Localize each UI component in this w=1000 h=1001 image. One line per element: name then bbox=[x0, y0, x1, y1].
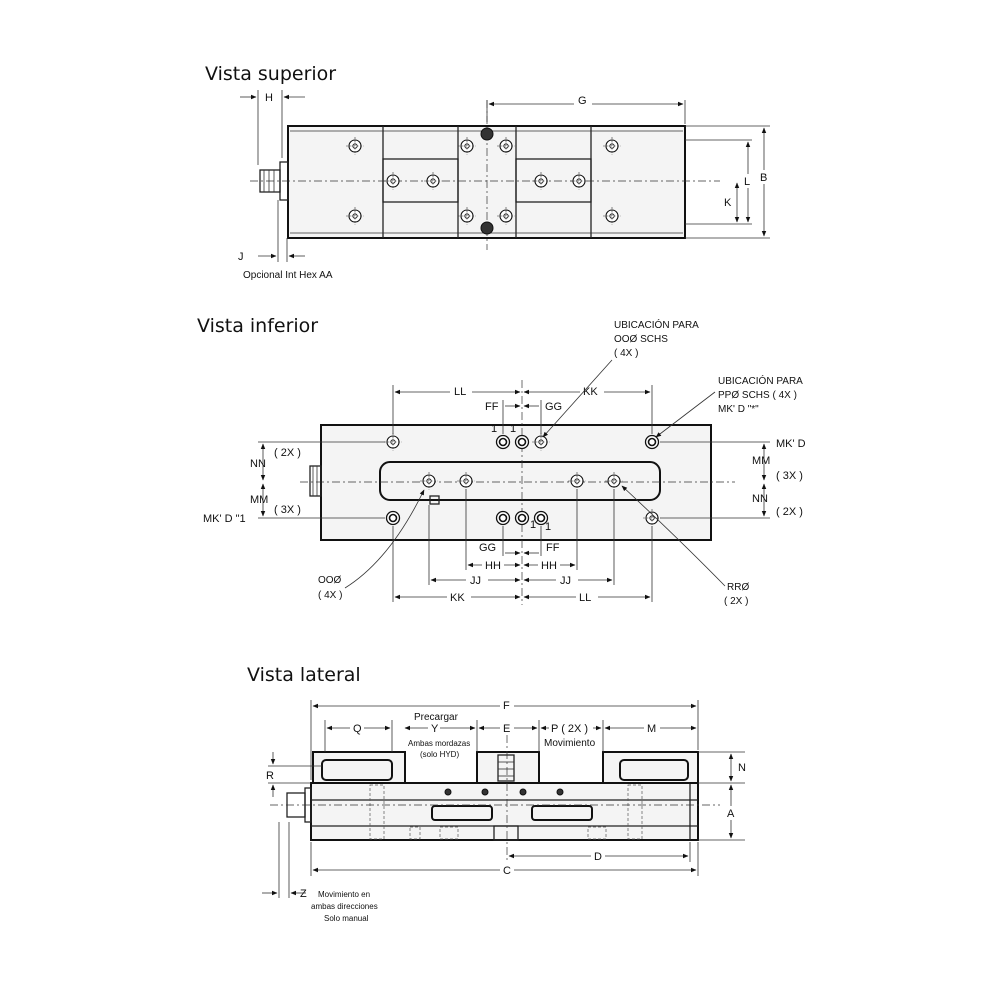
dim-N: N bbox=[738, 762, 746, 774]
top-view-title: Vista superior bbox=[205, 63, 336, 85]
preload-line1: Precargar bbox=[414, 712, 459, 723]
label-1: 1 bbox=[545, 521, 551, 533]
label-1: 1 bbox=[510, 423, 516, 435]
dim-A: A bbox=[727, 808, 735, 820]
dim-GG-bottom: GG bbox=[479, 542, 496, 554]
callout-ooo-top-line2: OOØ SCHS bbox=[614, 334, 668, 345]
side-view-title: Vista lateral bbox=[247, 664, 361, 686]
dim-F: F bbox=[503, 700, 510, 712]
side-view: Vista lateral bbox=[247, 664, 746, 923]
dim-MM-left: MM bbox=[250, 494, 268, 506]
dim-B: B bbox=[760, 172, 767, 184]
dim-3x-right: ( 3X ) bbox=[776, 470, 803, 482]
manual-note-line1: Movimiento en bbox=[318, 890, 370, 899]
side-center-block bbox=[476, 751, 540, 784]
dim-K: K bbox=[724, 197, 732, 209]
dim-NN-right: NN bbox=[752, 493, 768, 505]
callout-ooo-bottom-line2: ( 4X ) bbox=[318, 590, 342, 601]
callout-ooo-top-line3: ( 4X ) bbox=[614, 348, 638, 359]
top-note: Opcional Int Hex AA bbox=[243, 270, 333, 281]
callout-ooo-top-line1: UBICACIÓN PARA bbox=[614, 318, 699, 331]
top-body bbox=[287, 125, 686, 239]
dim-M: M bbox=[647, 723, 656, 735]
dim-D: D bbox=[594, 851, 602, 863]
dim-E: E bbox=[503, 723, 510, 735]
callout-rr-line1: RRØ bbox=[727, 582, 749, 593]
marker-square-icon bbox=[429, 495, 440, 505]
bottom-view: Vista inferior LL KK bbox=[197, 315, 806, 607]
dim-MM-right: MM bbox=[752, 455, 770, 467]
dim-JJ-right: JJ bbox=[560, 575, 571, 587]
dim-Y: Y bbox=[431, 723, 439, 735]
dim-Q: Q bbox=[353, 723, 362, 735]
manual-note-line3: Solo manual bbox=[324, 914, 369, 923]
bottom-screw-icon bbox=[309, 465, 322, 497]
top-dowel-icon bbox=[480, 221, 494, 235]
dim-G: G bbox=[578, 95, 587, 107]
dim-LL-top: LL bbox=[454, 386, 466, 398]
callout-rr-line2: ( 2X ) bbox=[724, 596, 748, 607]
dim-HH-left: HH bbox=[485, 560, 501, 572]
manual-note-line2: ambas direcciones bbox=[311, 902, 378, 911]
dim-KK-top: KK bbox=[583, 386, 598, 398]
dim-MKD-right: MK' D bbox=[776, 438, 806, 450]
side-base bbox=[310, 782, 699, 841]
dim-2x-left: ( 2X ) bbox=[274, 447, 301, 459]
callout-ooo-bottom-line1: OOØ bbox=[318, 575, 342, 586]
callout-pp-line1: UBICACIÓN PARA bbox=[718, 374, 803, 387]
dim-P2X: P ( 2X ) bbox=[551, 723, 588, 735]
dim-Z: Z bbox=[300, 888, 307, 900]
dim-MKD1-left: MK' D "1 bbox=[203, 513, 246, 525]
callout-pp-line2: PPØ SCHS ( 4X ) bbox=[718, 390, 797, 401]
dim-LL-bottom: LL bbox=[579, 592, 591, 604]
bottom-slot bbox=[379, 461, 661, 501]
preload-line4: (solo HYD) bbox=[420, 750, 459, 759]
side-right-jaw bbox=[602, 751, 699, 784]
dim-HH-right: HH bbox=[541, 560, 557, 572]
top-view: Vista superior bbox=[205, 63, 771, 281]
callout-pp-line3: MK' D "*" bbox=[718, 404, 759, 415]
dim-FF-top: FF bbox=[485, 401, 499, 413]
label-1: 1 bbox=[530, 519, 536, 531]
dim-H: H bbox=[265, 92, 273, 104]
dim-R: R bbox=[266, 770, 274, 782]
dim-KK-bottom: KK bbox=[450, 592, 465, 604]
dim-JJ-left: JJ bbox=[470, 575, 481, 587]
side-left-jaw bbox=[312, 751, 406, 784]
label-1: 1 bbox=[491, 423, 497, 435]
dim-GG-top: GG bbox=[545, 401, 562, 413]
dim-FF-bottom: FF bbox=[546, 542, 560, 554]
movement-label: Movimiento bbox=[544, 738, 596, 749]
top-dowel-icon bbox=[480, 127, 494, 141]
dim-C: C bbox=[503, 865, 511, 877]
dim-2x-right: ( 2X ) bbox=[776, 506, 803, 518]
dim-3x-left: ( 3X ) bbox=[274, 504, 301, 516]
preload-line3: Ambas mordazas bbox=[408, 739, 470, 748]
bottom-view-title: Vista inferior bbox=[197, 315, 318, 337]
dim-J: J bbox=[238, 251, 244, 263]
dim-L: L bbox=[744, 176, 750, 188]
dim-NN-left: NN bbox=[250, 458, 266, 470]
